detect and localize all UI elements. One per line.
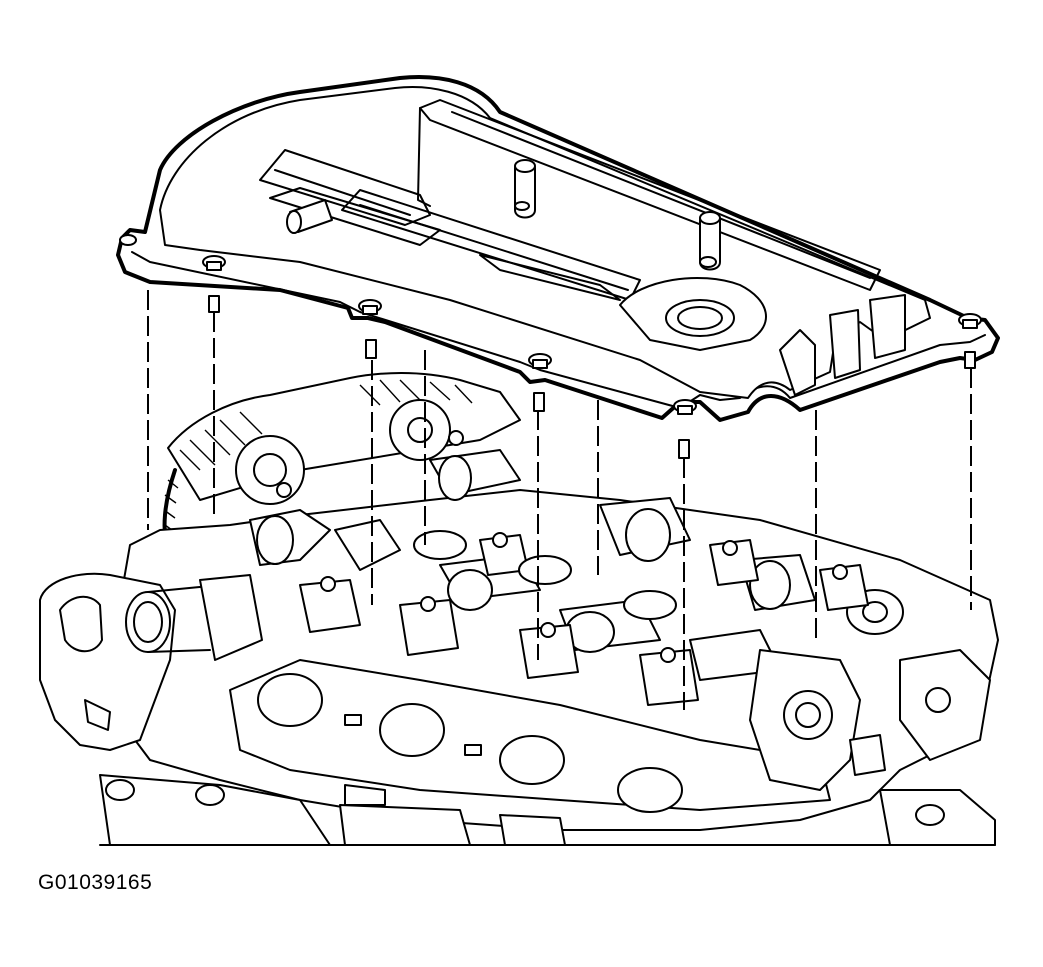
exhaust-camshaft (249, 509, 781, 681)
timing-chain-area (162, 372, 521, 562)
camshaft-cover (116, 75, 1000, 422)
rear-housing (749, 649, 991, 791)
cover-gasket-flange (116, 75, 1000, 422)
alignment-lines (147, 290, 972, 710)
engine-block-lower (99, 774, 996, 846)
bolt (119, 234, 137, 246)
cover-bolts (119, 201, 982, 459)
bolt (699, 256, 717, 268)
exhaust-ports (229, 659, 831, 813)
oil-filler-neck (619, 276, 767, 351)
bolt (514, 201, 530, 211)
intake-camshaft (429, 449, 904, 635)
bearing-caps (276, 430, 869, 706)
bolt (673, 399, 697, 459)
cylinder-head-assembly (39, 372, 999, 846)
spark-plug-wells (413, 530, 677, 620)
water-outlet-pipe (125, 574, 263, 661)
bolt (958, 313, 982, 369)
figure-id-label: G01039165 (38, 871, 153, 894)
bolt (202, 255, 226, 313)
bolt (528, 353, 552, 412)
breather-nipples (286, 159, 721, 271)
bolt (358, 299, 382, 359)
